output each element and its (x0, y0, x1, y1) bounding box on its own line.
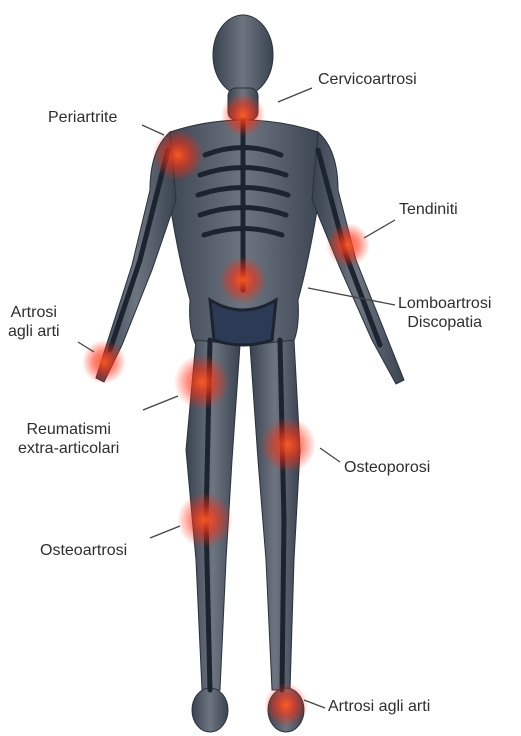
hotspot-elbow (326, 223, 370, 267)
label-reumatismi: Reumatismi (18, 420, 119, 439)
label-osteoartrosi: Osteoartrosi (40, 541, 127, 560)
label-artrosi-agli-arti: Artrosi agli arti (8, 303, 60, 341)
hotspot-wrist (82, 340, 126, 384)
hotspot-neck (221, 93, 265, 137)
label-agli-arti: agli arti (8, 322, 60, 341)
label-reumatismi-extra-articolari: Reumatismi extra-articolari (18, 420, 119, 458)
hotspot-lumbar (219, 256, 267, 304)
hotspot-knee (177, 492, 233, 548)
hotspot-hip (174, 354, 230, 410)
label-tendiniti: Tendiniti (399, 200, 458, 219)
label-artrosi-agli-arti-piedi: Artrosi agli arti (328, 697, 430, 716)
label-osteoporosi: Osteoporosi (344, 458, 430, 477)
label-artrosi: Artrosi (8, 303, 60, 322)
hotspot-thigh (260, 417, 316, 473)
label-extra-articolari: extra-articolari (18, 439, 119, 458)
label-periartrite: Periartrite (48, 108, 117, 127)
label-discopatia: Discopatia (398, 313, 491, 332)
label-lomboartrosi-discopatia: Lomboartrosi Discopatia (398, 294, 491, 332)
hotspot-ankle (264, 683, 308, 727)
hotspot-shoulder (152, 129, 204, 181)
label-lomboartrosi: Lomboartrosi (398, 294, 491, 313)
label-cervicoartrosi: Cervicoartrosi (318, 70, 417, 89)
